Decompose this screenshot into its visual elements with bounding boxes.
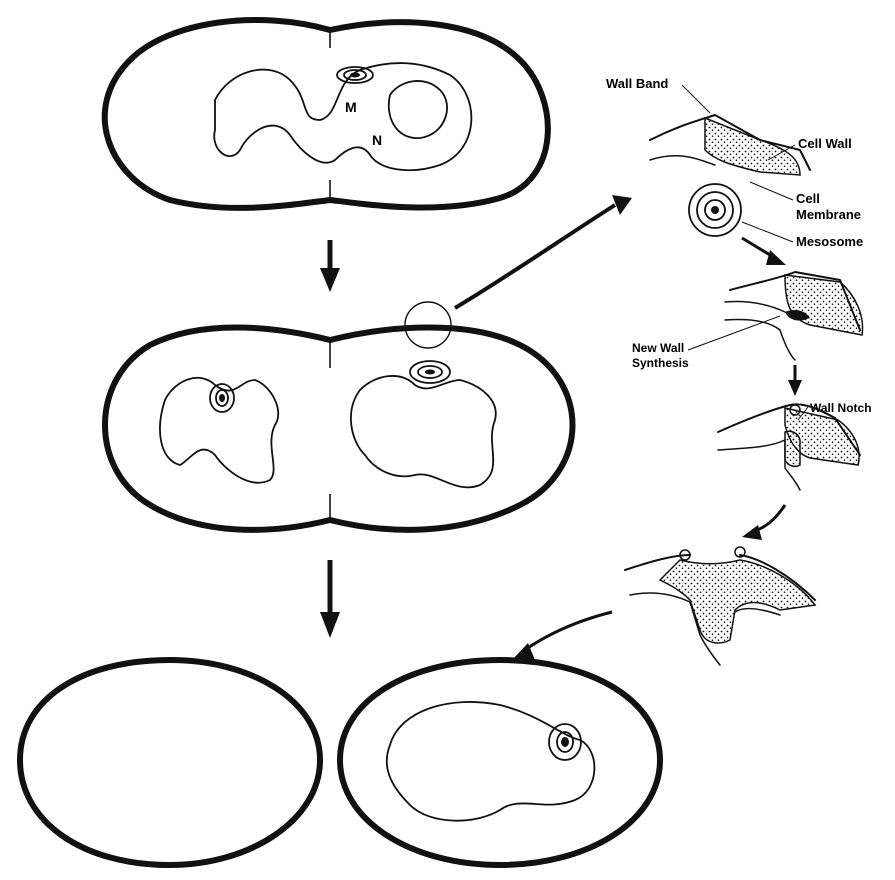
mesosome-bottom bbox=[549, 724, 581, 760]
nucleoid-outline bbox=[214, 63, 471, 170]
label-n: N bbox=[372, 132, 382, 148]
label-cell-membrane-2: Membrane bbox=[796, 207, 861, 222]
detail-4 bbox=[625, 547, 815, 665]
detail-3 bbox=[718, 404, 860, 490]
label-wall-band: Wall Band bbox=[606, 76, 668, 91]
label-new-wall-1: New Wall bbox=[632, 341, 684, 355]
nucleoid-bottom-right bbox=[387, 702, 595, 821]
arrow-to-bottom-cell bbox=[512, 612, 612, 660]
nucleoid-right bbox=[351, 376, 496, 487]
nucleoid-left bbox=[160, 378, 278, 483]
arrow-to-detail bbox=[455, 195, 632, 308]
label-new-wall-2: Synthesis bbox=[632, 356, 689, 370]
nucleoid-inner-loop bbox=[389, 81, 447, 138]
arrow-down-1 bbox=[320, 240, 340, 292]
cell-stage-3-left bbox=[20, 660, 320, 865]
daughter-cell-left-wall bbox=[20, 660, 320, 865]
arrow-detail-3 bbox=[788, 365, 802, 396]
daughter-cell-right-wall bbox=[340, 660, 660, 865]
detail-1 bbox=[650, 115, 810, 236]
label-cell-membrane-1: Cell bbox=[796, 191, 820, 206]
mesosome-detail bbox=[689, 184, 741, 236]
arrow-detail-4 bbox=[742, 505, 785, 540]
cell-wall-outline-2 bbox=[105, 328, 573, 530]
label-mesosome: Mesosome bbox=[796, 234, 863, 249]
mesosome-spiral bbox=[337, 67, 373, 83]
arrow-detail-2 bbox=[742, 238, 786, 265]
cell-stage-2 bbox=[105, 302, 573, 530]
cell-stage-1: M N bbox=[105, 20, 548, 208]
detail-2 bbox=[725, 272, 863, 360]
arrow-down-2 bbox=[320, 560, 340, 638]
label-wall-notch: Wall Notch bbox=[810, 401, 872, 415]
cell-stage-3-right bbox=[340, 660, 660, 865]
label-cell-wall: Cell Wall bbox=[798, 136, 852, 151]
label-m: M bbox=[345, 99, 357, 115]
mesosome-right bbox=[410, 361, 450, 383]
cell-wall-outline bbox=[105, 20, 548, 208]
